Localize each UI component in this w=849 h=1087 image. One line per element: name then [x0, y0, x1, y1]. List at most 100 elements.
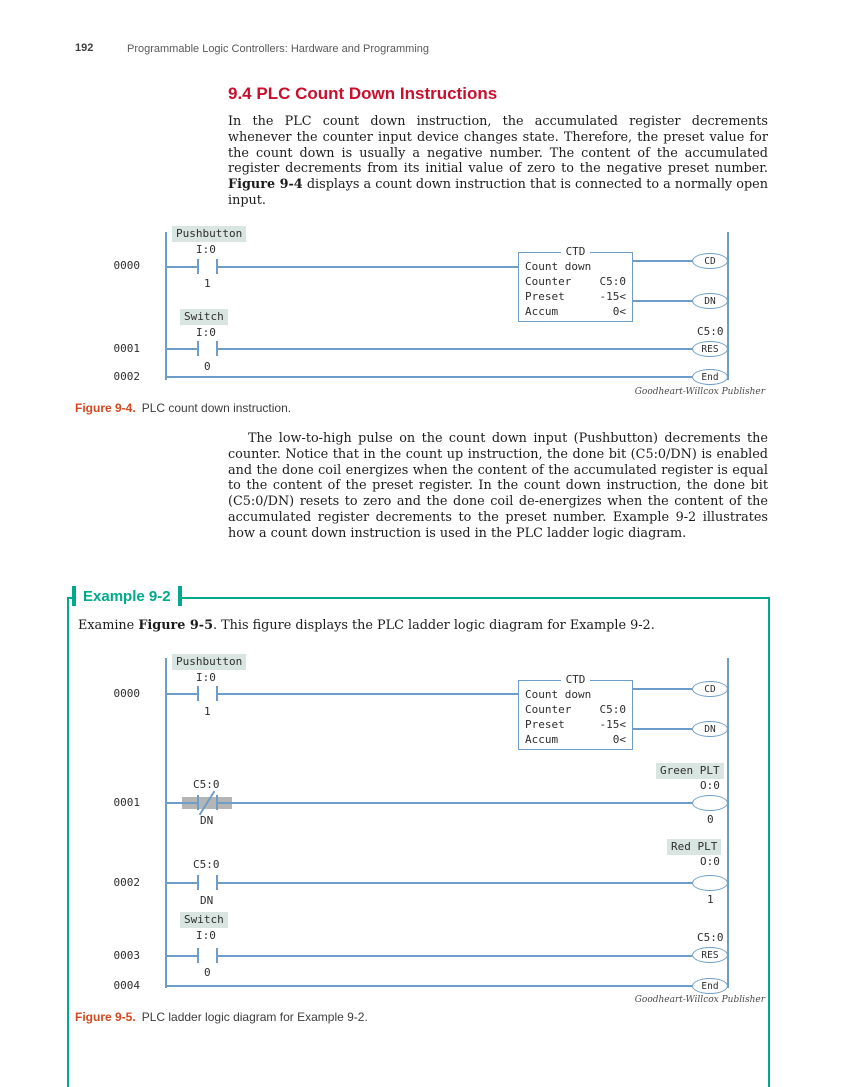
ctd-preset-value: -15<: [599, 718, 627, 731]
example-header-bar-right: [177, 586, 182, 606]
ctd-title-row: CTD: [518, 673, 633, 686]
section-title: 9.4 PLC Count Down Instructions: [228, 84, 498, 103]
contact-bit: DN: [200, 814, 214, 827]
contact-bar: [197, 341, 199, 356]
ctd-title: CTD: [560, 673, 591, 686]
cd-branch-line: [633, 260, 692, 262]
running-header: Programmable Logic Controllers: Hardware…: [127, 43, 430, 55]
ctd-row-accum: Accum 0<: [525, 306, 626, 318]
paragraph-1: In the PLC count down instruction, the a…: [228, 114, 768, 209]
output-address: O:0: [700, 779, 720, 792]
rung-number: 0002: [113, 876, 141, 889]
rung-line: [165, 266, 197, 268]
ctd-counter-label: Counter: [525, 703, 572, 716]
contact-bit: DN: [200, 894, 214, 907]
ctd-title: CTD: [560, 245, 591, 258]
ladder-left-rail: [165, 658, 167, 988]
example-intro-b: . This figure displays the PLC ladder lo…: [212, 618, 655, 633]
ctd-accum-label: Accum: [525, 733, 559, 746]
figure-9-5-reference: Figure 9-5: [138, 618, 213, 633]
switch-tag: Switch: [180, 912, 228, 928]
ctd-preset-value: -15<: [599, 290, 627, 303]
cd-coil: CD: [692, 681, 728, 697]
rung-line: [165, 802, 197, 804]
pushbutton-tag: Pushbutton: [172, 654, 247, 670]
publisher-credit: Goodheart-Willcox Publisher: [634, 387, 765, 397]
rung-number: 0003: [113, 949, 141, 962]
rung-line: [218, 955, 692, 957]
res-coil: RES: [692, 947, 728, 963]
rung-line: [165, 348, 197, 350]
example-box: [67, 597, 770, 1087]
green-plt-tag: Green PLT: [656, 763, 724, 779]
ctd-row-preset: Preset -15<: [525, 719, 626, 731]
figure-9-4-caption-text: PLC count down instruction.: [141, 401, 292, 415]
rung-line: [165, 376, 692, 378]
contact-bar: [216, 341, 218, 356]
ctd-row-countdown: Count down: [525, 688, 592, 701]
contact-address: C5:0: [193, 858, 220, 871]
red-plt-coil: [692, 875, 728, 891]
rung-line: [218, 266, 518, 268]
pushbutton-tag: Pushbutton: [172, 226, 247, 242]
ctd-accum-label: Accum: [525, 305, 559, 318]
rung-number: 0002: [113, 370, 141, 383]
ladder-right-rail: [727, 232, 729, 380]
ctd-instruction-box: [518, 680, 633, 750]
ctd-title-row: CTD: [518, 245, 633, 258]
ctd-accum-value: 0<: [612, 305, 626, 318]
contact-bar: [197, 795, 199, 810]
contact-bit: 1: [204, 705, 211, 718]
ladder-right-rail: [727, 658, 729, 988]
dn-branch-line: [633, 728, 692, 730]
contact-address: I:0: [196, 243, 216, 256]
contact-bar: [197, 686, 199, 701]
contact-bar: [197, 259, 199, 274]
output-address: O:0: [700, 855, 720, 868]
contact-bar: [197, 875, 199, 890]
rung-line: [165, 693, 197, 695]
figure-9-4-caption-label: Figure 9-4.: [75, 401, 136, 415]
figure-9-5-caption: Figure 9-5.PLC ladder logic diagram for …: [75, 1010, 368, 1024]
ctd-counter-value: C5:0: [599, 703, 627, 716]
paragraph-1-text-b: displays a count down instruction that i…: [228, 177, 768, 208]
contact-bar: [216, 795, 218, 810]
green-plt-coil: [692, 795, 728, 811]
ctd-row-countdown: Count down: [525, 260, 592, 273]
rung-line: [218, 802, 692, 804]
contact-bar: [216, 686, 218, 701]
rung-line: [218, 693, 518, 695]
ladder-left-rail: [165, 232, 167, 380]
rung-line: [165, 882, 197, 884]
contact-bar: [216, 259, 218, 274]
dn-coil: DN: [692, 721, 728, 737]
res-coil: RES: [692, 341, 728, 357]
dn-coil: DN: [692, 293, 728, 309]
switch-tag: Switch: [180, 309, 228, 325]
ctd-preset-label: Preset: [525, 290, 565, 303]
example-intro: Examine Figure 9-5. This figure displays…: [78, 618, 736, 634]
ctd-counter-label: Counter: [525, 275, 572, 288]
rung-line: [218, 348, 692, 350]
rung-number: 0001: [113, 796, 141, 809]
figure-9-4-caption: Figure 9-4. PLC count down instruction.: [75, 401, 291, 415]
ctd-row-counter: Counter C5:0: [525, 704, 626, 716]
contact-address: I:0: [196, 929, 216, 942]
ctd-accum-value: 0<: [612, 733, 626, 746]
contact-bit: 0: [204, 360, 211, 373]
contact-bit: 0: [204, 966, 211, 979]
end-coil: End: [692, 978, 728, 994]
rung-number: 0001: [113, 342, 141, 355]
ctd-preset-label: Preset: [525, 718, 565, 731]
example-intro-a: Examine: [78, 618, 139, 633]
contact-address: C5:0: [193, 778, 220, 791]
cd-branch-line: [633, 688, 692, 690]
example-title: Example 9-2: [76, 587, 178, 605]
paragraph-2: The low-to-high pulse on the count down …: [228, 431, 768, 541]
figure-9-4-reference: Figure 9-4: [228, 177, 303, 193]
example-header-bar-left: [72, 586, 76, 606]
res-address: C5:0: [697, 931, 724, 944]
contact-bit: 1: [204, 277, 211, 290]
figure-9-5-caption-label: Figure 9-5.: [75, 1010, 136, 1024]
